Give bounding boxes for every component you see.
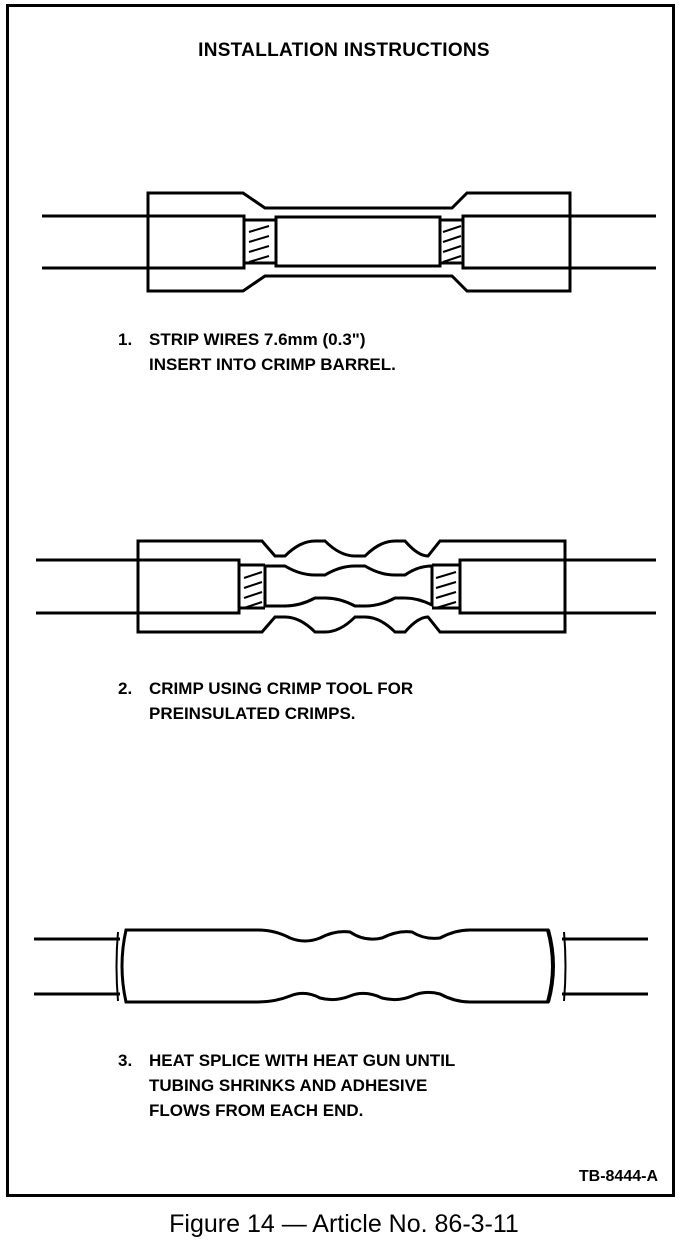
step-3: 3. HEAT SPLICE WITH HEAT GUN UNTIL TUBIN… [118,1048,638,1123]
figure-frame [6,4,675,1197]
diagram-title: INSTALLATION INSTRUCTIONS [198,40,490,61]
step-2-number: 2. [118,679,133,698]
step-3-line-1: HEAT SPLICE WITH HEAT GUN UNTIL [149,1051,456,1070]
step-1-line-2: INSERT INTO CRIMP BARREL. [149,355,396,374]
drawing-code: TB-8444-A [578,1168,658,1185]
strip-wires-illustration [42,191,656,293]
step-2-line-1: CRIMP USING CRIMP TOOL FOR [149,679,414,698]
step-2: 2. CRIMP USING CRIMP TOOL FOR PREINSULAT… [118,676,578,726]
figure-caption: Figure 14 — Article No. 86-3-11 [169,1210,519,1238]
step-1-number: 1. [118,330,133,349]
step-1: 1. STRIP WIRES 7.6mm (0.3") INSERT INTO … [118,327,578,377]
crimp-illustration [36,539,656,634]
step-3-line-3: FLOWS FROM EACH END. [149,1101,364,1120]
step-3-line-2: TUBING SHRINKS AND ADHESIVE [149,1076,428,1095]
step-1-line-1: STRIP WIRES 7.6mm (0.3") [149,330,366,349]
heat-shrink-illustration [34,928,648,1004]
step-3-number: 3. [118,1051,133,1070]
step-2-line-2: PREINSULATED CRIMPS. [149,704,356,723]
